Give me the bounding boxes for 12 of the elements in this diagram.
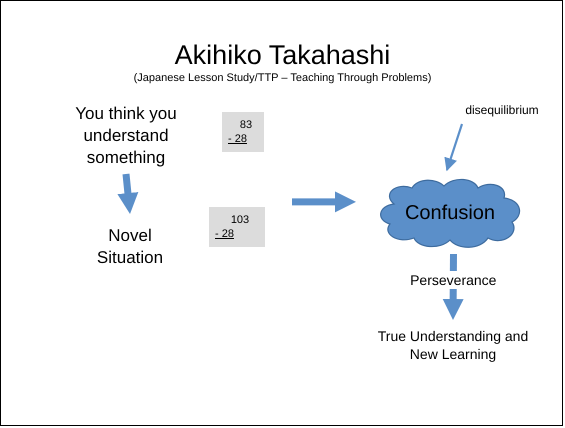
statement-text: You think you understand something bbox=[74, 102, 178, 170]
statement-text: Novel Situation bbox=[96, 224, 164, 269]
callout-text: disequilibrium bbox=[465, 103, 539, 119]
subtitle: (Japanese Lesson Study/TTP – Teaching Through Problems) bbox=[132, 72, 432, 84]
arrow bbox=[292, 191, 356, 212]
slide-title: Akihiko Takahashi bbox=[174, 40, 392, 70]
arrow bbox=[444, 124, 464, 172]
arrow bbox=[117, 174, 138, 214]
cloud-label: Confusion bbox=[404, 201, 496, 226]
subtraction-card: 103 - 28 bbox=[209, 207, 265, 247]
outcome-text: True Understanding and New Learning bbox=[376, 326, 530, 364]
subtraction-card: 83 - 28 bbox=[222, 112, 264, 152]
